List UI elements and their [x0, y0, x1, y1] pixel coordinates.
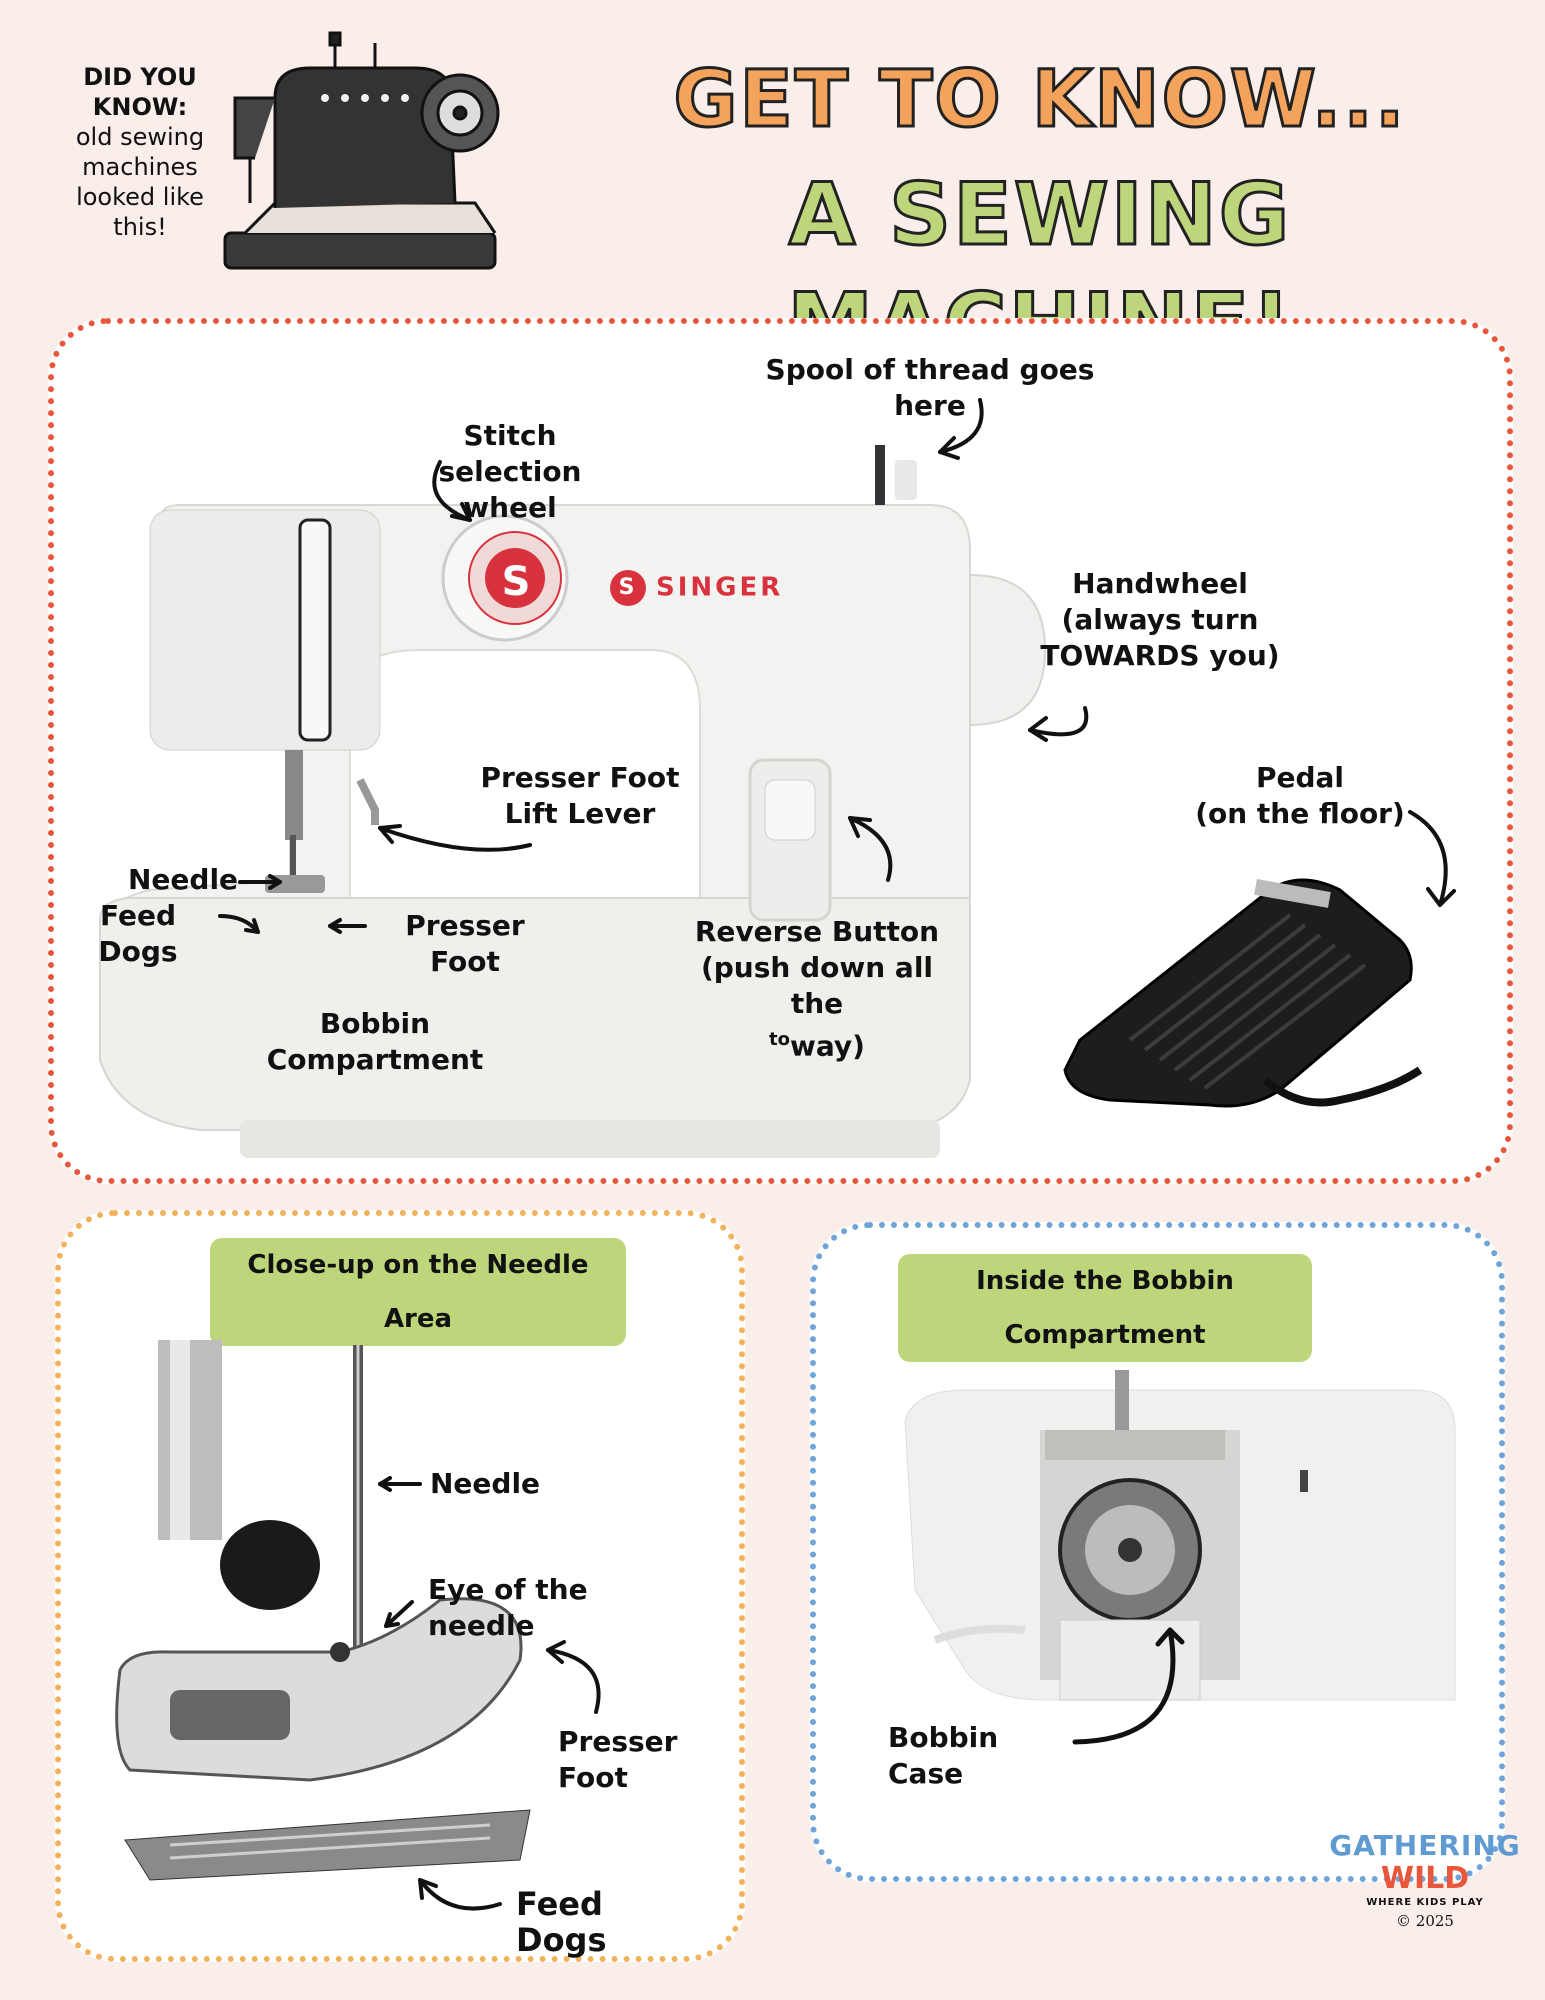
label-lift-lever: Presser Foot Lift Lever: [480, 761, 680, 830]
old-sewing-machine-illustration: [223, 31, 500, 270]
label-needle: Needle: [128, 863, 239, 896]
copyright: © 2025: [1396, 1912, 1454, 1930]
label-feed-dogs: Feed Dogs: [98, 899, 178, 968]
label-handwheel: Handwheel (always turn TOWARDS you): [1040, 567, 1280, 672]
title-line-1: GET TO KNOW...: [672, 54, 1407, 147]
page-title: GET TO KNOW...: [540, 50, 1540, 150]
label-pedal: Pedal (on the floor): [1195, 761, 1405, 830]
label-stitch-wheel: Stitch selection wheel: [438, 419, 582, 524]
label-presser-foot: Presser Foot: [405, 909, 525, 978]
needle-panel-title: Close-up on the Needle Area: [210, 1238, 626, 1346]
gathering-wild-logo: GATHERING WILD WHERE KIDS PLAY © 2025: [1325, 1830, 1525, 1932]
foot-pedal-illustration: [1063, 878, 1423, 1108]
bobbin-panel-title: Inside the Bobbin Compartment: [898, 1254, 1312, 1362]
label-reverse-button: Reverse Button (push down all the toway): [694, 915, 940, 1063]
closeup-label-eye: Eye of the needle: [428, 1573, 588, 1642]
label-bobbin-compartment: Bobbin Compartment: [266, 1007, 484, 1076]
bobbin-case-label: Bobbin Case: [888, 1721, 999, 1790]
closeup-label-presser-foot: Presser Foot: [558, 1725, 678, 1794]
closeup-label-feed-dogs: Feed Dogs: [516, 1885, 607, 1959]
singer-s-icon: S: [610, 569, 646, 606]
logo-line-1: GATHERING: [1329, 1829, 1521, 1862]
logo-tagline: WHERE KIDS PLAY: [1366, 1897, 1484, 1908]
logo-line-2: WILD: [1380, 1861, 1470, 1896]
needle-closeup-illustration: [115, 1340, 531, 1881]
modern-sewing-machine-illustration: [99, 445, 1047, 1158]
closeup-label-needle: Needle: [430, 1467, 541, 1500]
did-you-know-note: DID YOU KNOW: old sewing machines looked…: [75, 63, 205, 241]
label-spool: Spool of thread goes here: [765, 353, 1095, 422]
stitch-wheel-letter: S: [501, 559, 531, 605]
